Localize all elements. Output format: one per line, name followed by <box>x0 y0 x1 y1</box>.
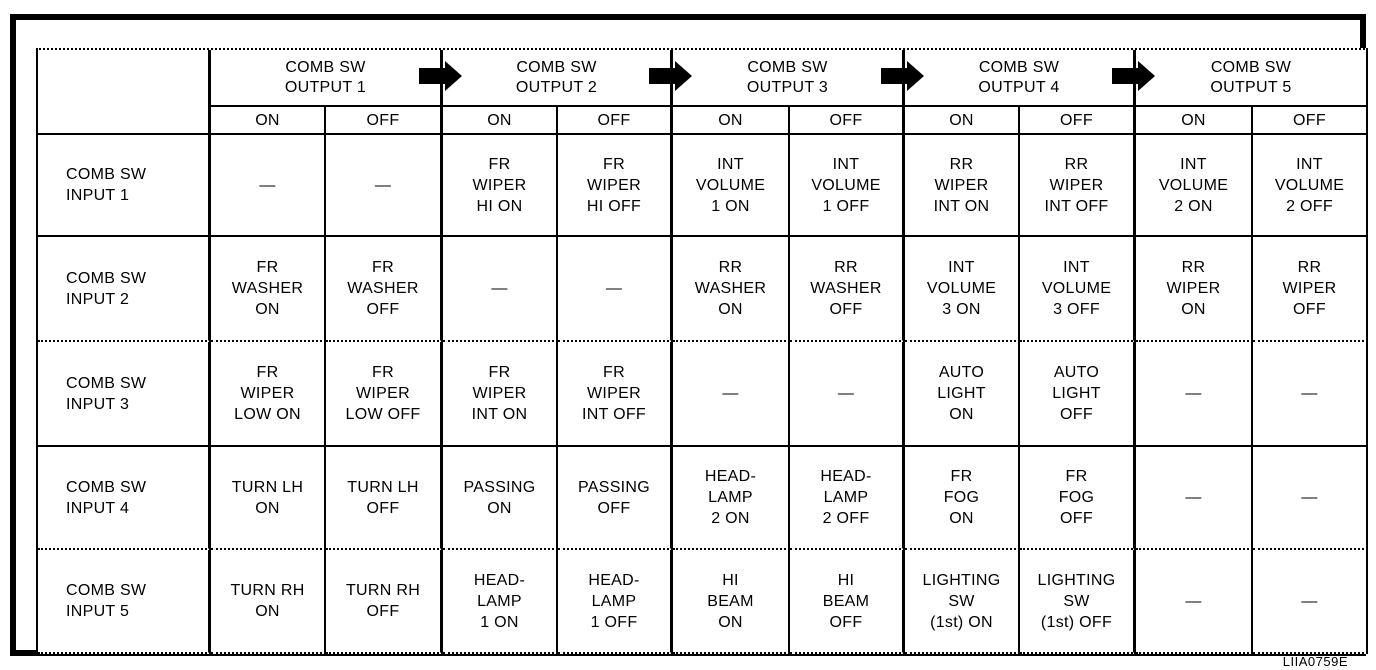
table-cell: — <box>443 237 558 342</box>
table-cell: LIGHTING SW (1st) ON <box>905 550 1020 654</box>
table-cell: FR WIPER INT ON <box>443 342 558 447</box>
table-cell: FR WASHER ON <box>211 237 326 342</box>
figure-frame: COMB SW OUTPUT 1 COMB SW OUTPUT 2 COMB S… <box>10 14 1368 669</box>
col-header-output1-off: OFF <box>326 107 443 135</box>
table-cell: FR WIPER INT OFF <box>558 342 673 447</box>
col-group-output-3: COMB SW OUTPUT 3 <box>673 50 905 107</box>
table-cell: — <box>326 135 443 237</box>
col-header-output1-on: ON <box>211 107 326 135</box>
table-cell: HEAD- LAMP 1 OFF <box>558 550 673 654</box>
table-cell: RR WIPER INT OFF <box>1020 135 1136 237</box>
col-header-output5-off: OFF <box>1253 107 1368 135</box>
table-cell: RR WASHER OFF <box>790 237 905 342</box>
flow-right-arrow-icon <box>1112 61 1155 91</box>
table-cell: — <box>790 342 905 447</box>
table-cell: — <box>1136 550 1253 654</box>
col-header-output3-on: ON <box>673 107 790 135</box>
table-cell: FR WASHER OFF <box>326 237 443 342</box>
row-header-input-3: COMB SW INPUT 3 <box>38 342 211 447</box>
table-cell: — <box>1253 447 1368 550</box>
figure-code: LIIA0759E <box>1282 654 1348 669</box>
table-cell: HI BEAM OFF <box>790 550 905 654</box>
table-cell: — <box>558 237 673 342</box>
table-cell: FR WIPER LOW ON <box>211 342 326 447</box>
col-header-output5-on: ON <box>1136 107 1253 135</box>
table-cell: HEAD- LAMP 1 ON <box>443 550 558 654</box>
table-cell: TURN LH OFF <box>326 447 443 550</box>
col-header-output2-on: ON <box>443 107 558 135</box>
flow-right-arrow-icon <box>881 61 924 91</box>
table-cell: — <box>1253 550 1368 654</box>
col-header-output2-off: OFF <box>558 107 673 135</box>
table-cell: HI BEAM ON <box>673 550 790 654</box>
table-cell: INT VOLUME 3 OFF <box>1020 237 1136 342</box>
table-cell: TURN LH ON <box>211 447 326 550</box>
col-group-output-2: COMB SW OUTPUT 2 <box>443 50 673 107</box>
table-cell: INT VOLUME 1 OFF <box>790 135 905 237</box>
comb-sw-io-table: COMB SW OUTPUT 1 COMB SW OUTPUT 2 COMB S… <box>36 48 1368 654</box>
table-corner-cell <box>38 50 211 135</box>
table-cell: PASSING ON <box>443 447 558 550</box>
table-cell: — <box>1253 342 1368 447</box>
row-header-input-4: COMB SW INPUT 4 <box>38 447 211 550</box>
table-cell: INT VOLUME 1 ON <box>673 135 790 237</box>
table-cell: TURN RH OFF <box>326 550 443 654</box>
table-cell: FR WIPER HI ON <box>443 135 558 237</box>
table-cell: RR WIPER INT ON <box>905 135 1020 237</box>
table-cell: HEAD- LAMP 2 ON <box>673 447 790 550</box>
row-header-input-2: COMB SW INPUT 2 <box>38 237 211 342</box>
table-cell: HEAD- LAMP 2 OFF <box>790 447 905 550</box>
table-cell: PASSING OFF <box>558 447 673 550</box>
col-group-output-4: COMB SW OUTPUT 4 <box>905 50 1136 107</box>
flow-right-arrow-icon <box>419 61 462 91</box>
col-header-output4-on: ON <box>905 107 1020 135</box>
table-cell: INT VOLUME 3 ON <box>905 237 1020 342</box>
row-header-input-5: COMB SW INPUT 5 <box>38 550 211 654</box>
table-cell: — <box>211 135 326 237</box>
table-cell: RR WIPER ON <box>1136 237 1253 342</box>
col-header-output4-off: OFF <box>1020 107 1136 135</box>
table-cell: FR WIPER LOW OFF <box>326 342 443 447</box>
flow-right-arrow-icon <box>649 61 692 91</box>
table-cell: LIGHTING SW (1st) OFF <box>1020 550 1136 654</box>
table-cell: INT VOLUME 2 OFF <box>1253 135 1368 237</box>
table-cell: — <box>1136 447 1253 550</box>
table-cell: RR WASHER ON <box>673 237 790 342</box>
table-cell: TURN RH ON <box>211 550 326 654</box>
table-cell: FR FOG OFF <box>1020 447 1136 550</box>
table-cell: — <box>673 342 790 447</box>
col-group-output-5: COMB SW OUTPUT 5 <box>1136 50 1368 107</box>
table-cell: AUTO LIGHT OFF <box>1020 342 1136 447</box>
table-cell: INT VOLUME 2 ON <box>1136 135 1253 237</box>
table-cell: — <box>1136 342 1253 447</box>
row-header-input-1: COMB SW INPUT 1 <box>38 135 211 237</box>
table-cell: FR WIPER HI OFF <box>558 135 673 237</box>
table-cell: AUTO LIGHT ON <box>905 342 1020 447</box>
table-cell: FR FOG ON <box>905 447 1020 550</box>
col-header-output3-off: OFF <box>790 107 905 135</box>
table-cell: RR WIPER OFF <box>1253 237 1368 342</box>
col-group-output-1: COMB SW OUTPUT 1 <box>211 50 443 107</box>
